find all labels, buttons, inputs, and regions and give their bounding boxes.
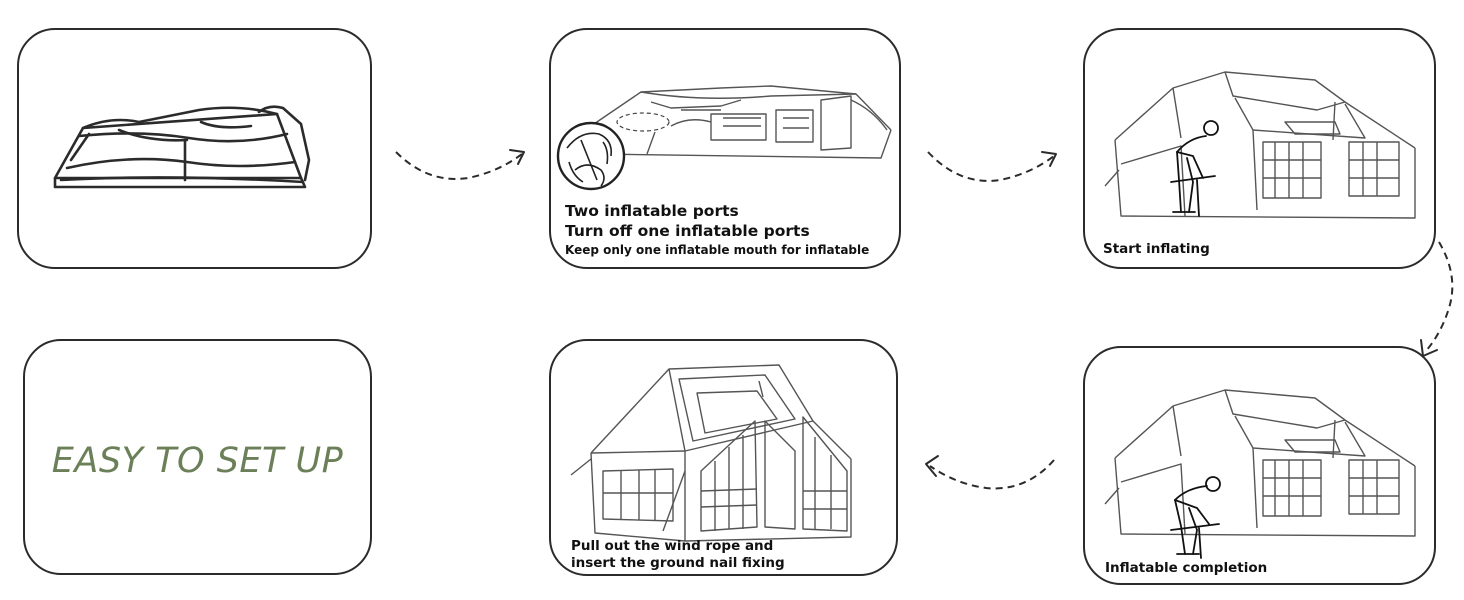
step-card-start-inflating: Start inflating xyxy=(1083,28,1436,269)
step-card-inflatable-completion: Inflatable completion xyxy=(1083,346,1436,585)
step3-caption: Start inflating xyxy=(1103,241,1210,257)
flow-arrow-step2-to-step3 xyxy=(927,151,1057,182)
step2-caption-line3: Keep only one inflatable mouth for infla… xyxy=(565,243,870,257)
person-pumping-tent-icon xyxy=(1104,389,1416,559)
step2-caption-line2: Turn off one inflatable ports xyxy=(565,222,810,240)
folded-tent-icon xyxy=(53,105,311,189)
title-card: EASY TO SET UP xyxy=(23,339,372,575)
step2-caption-line1: Two inflatable ports xyxy=(565,202,739,220)
person-pumping-tent-icon xyxy=(1104,71,1416,219)
step5-caption-line1: Pull out the wind rope and xyxy=(571,538,774,554)
inflated-tent-icon xyxy=(570,364,852,542)
step5-caption-line2: insert the ground nail fixing xyxy=(571,555,785,571)
step4-caption: Inflatable completion xyxy=(1105,560,1268,576)
step-card-inflation-ports: Two inflatable ports Turn off one inflat… xyxy=(549,28,901,269)
flow-arrow-step3-to-step4 xyxy=(1420,241,1454,357)
page-title: EASY TO SET UP xyxy=(51,441,344,481)
flow-arrow-step4-to-step5 xyxy=(925,455,1055,490)
step-card-folded-tent xyxy=(17,28,372,269)
step-card-wind-rope: Pull out the wind rope and insert the gr… xyxy=(549,339,898,576)
flow-arrow-step1-to-step2 xyxy=(395,149,525,180)
tent-inflation-ports-icon xyxy=(556,85,892,191)
